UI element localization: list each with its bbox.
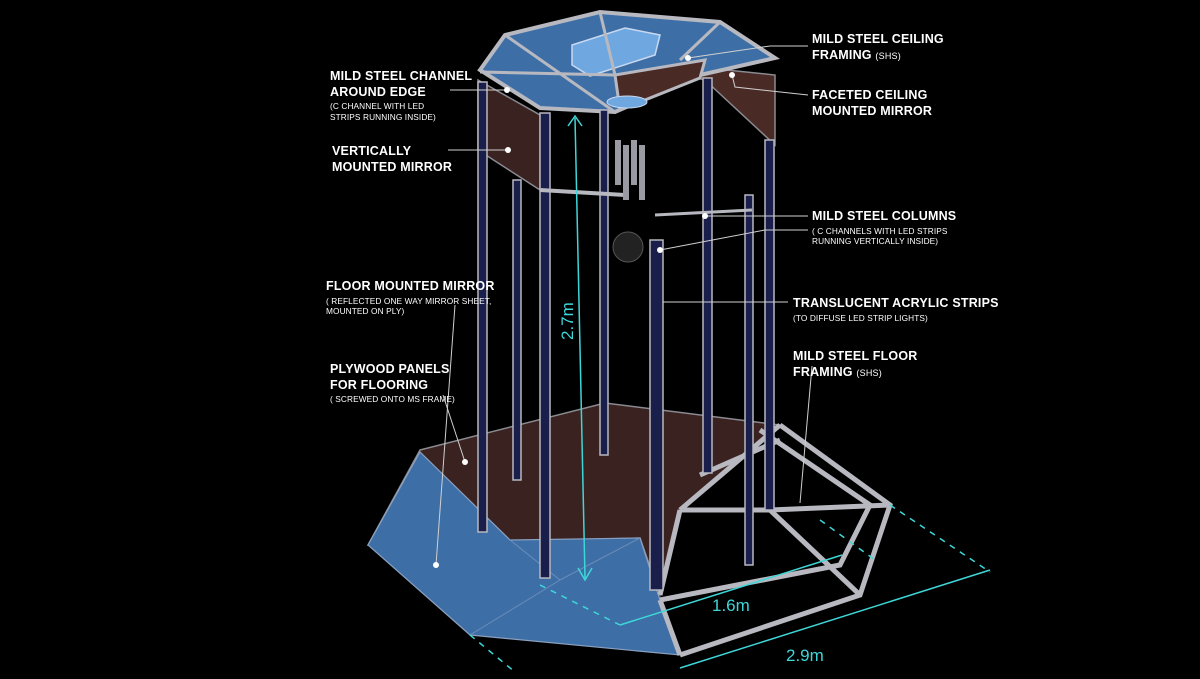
acrylic-title: TRANSLUCENT ACRYLIC STRIPS <box>793 296 999 310</box>
label-floor-mirror: FLOOR MOUNTED MIRROR ( REFLECTED ONE WAY… <box>326 279 495 316</box>
ceiling-framing-title: MILD STEEL CEILING FRAMING <box>812 32 944 62</box>
channel-edge-note: (C CHANNEL WITH LED STRIPS RUNNING INSID… <box>330 101 436 122</box>
label-acrylic: TRANSLUCENT ACRYLIC STRIPS (TO DIFFUSE L… <box>793 296 999 323</box>
dimension-length: 2.9m <box>786 646 824 665</box>
floor-framing <box>657 422 893 658</box>
steel-columns <box>477 77 775 591</box>
label-faceted-mirror: FACETED CEILING MOUNTED MIRROR <box>812 88 932 119</box>
floor-framing-title: MILD STEEL FLOOR FRAMING <box>793 349 918 379</box>
hanging-light <box>606 95 648 263</box>
plywood-title: PLYWOOD PANELS FOR FLOORING <box>330 362 450 392</box>
label-floor-framing: MILD STEEL FLOOR FRAMING (SHS) <box>793 349 918 380</box>
label-ceiling-framing: MILD STEEL CEILING FRAMING (SHS) <box>812 32 944 63</box>
columns-note: ( C CHANNELS WITH LED STRIPS RUNNING VER… <box>812 225 948 246</box>
floor-mirror-title: FLOOR MOUNTED MIRROR <box>326 279 495 293</box>
plywood-note: ( SCREWED ONTO MS FRAME) <box>330 394 455 405</box>
floor-framing-unit: (SHS) <box>856 367 882 378</box>
label-vertical-mirror: VERTICALLY MOUNTED MIRROR <box>332 144 452 175</box>
channel-edge-title: MILD STEEL CHANNEL AROUND EDGE <box>330 69 473 99</box>
label-channel-edge: MILD STEEL CHANNEL AROUND EDGE (C CHANNE… <box>330 69 472 122</box>
light-box <box>571 27 661 77</box>
faceted-mirror-title: FACETED CEILING MOUNTED MIRROR <box>812 88 933 118</box>
label-plywood: PLYWOOD PANELS FOR FLOORING ( SCREWED ON… <box>330 362 455 405</box>
dimension-width: 1.6m <box>712 596 750 615</box>
ceiling-framing-unit: (SHS) <box>875 50 901 61</box>
acrylic-note: (TO DIFFUSE LED STRIP LIGHTS) <box>793 312 928 323</box>
dimension-lines <box>469 114 991 673</box>
leader-lines <box>435 45 813 566</box>
label-columns: MILD STEEL COLUMNS ( C CHANNELS WITH LED… <box>812 209 956 246</box>
floor-mirror-note: ( REFLECTED ONE WAY MIRROR SHEET, MOUNTE… <box>326 295 492 316</box>
columns-title: MILD STEEL COLUMNS <box>812 209 957 223</box>
dimension-height: 2.7m <box>558 302 577 340</box>
vertical-mirror-title: VERTICALLY MOUNTED MIRROR <box>332 144 453 174</box>
